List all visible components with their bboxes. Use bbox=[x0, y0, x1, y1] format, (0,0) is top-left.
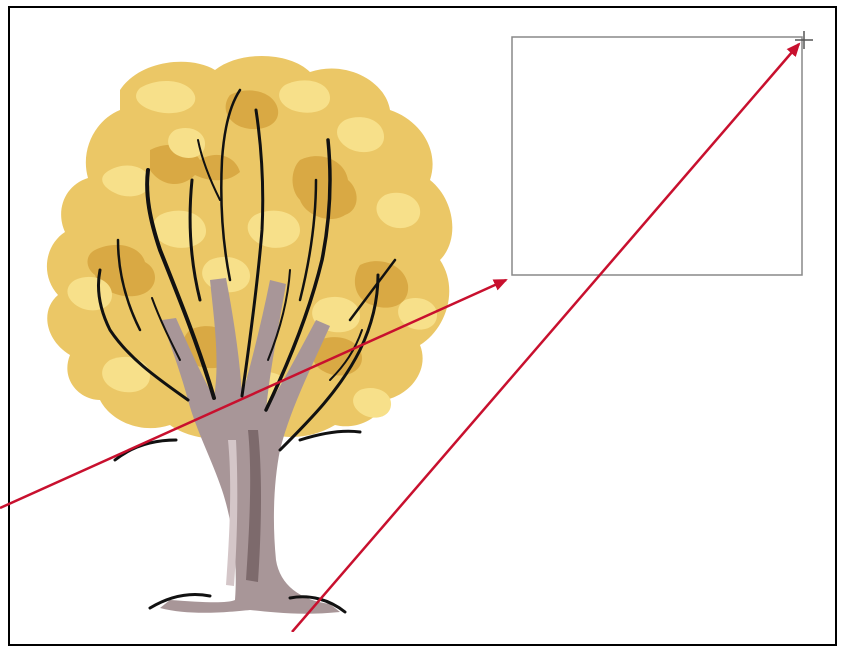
selection-box[interactable] bbox=[511, 36, 803, 276]
tree-trunk bbox=[160, 278, 340, 614]
document-canvas bbox=[0, 6, 837, 646]
annotation-arrow-start-point bbox=[0, 278, 508, 510]
crosshair-icon bbox=[795, 31, 813, 49]
tree-branches bbox=[96, 88, 397, 614]
tree-image[interactable] bbox=[46, 55, 453, 614]
annotation-arrow-end-point bbox=[291, 42, 801, 632]
artwork-layer bbox=[0, 31, 813, 632]
